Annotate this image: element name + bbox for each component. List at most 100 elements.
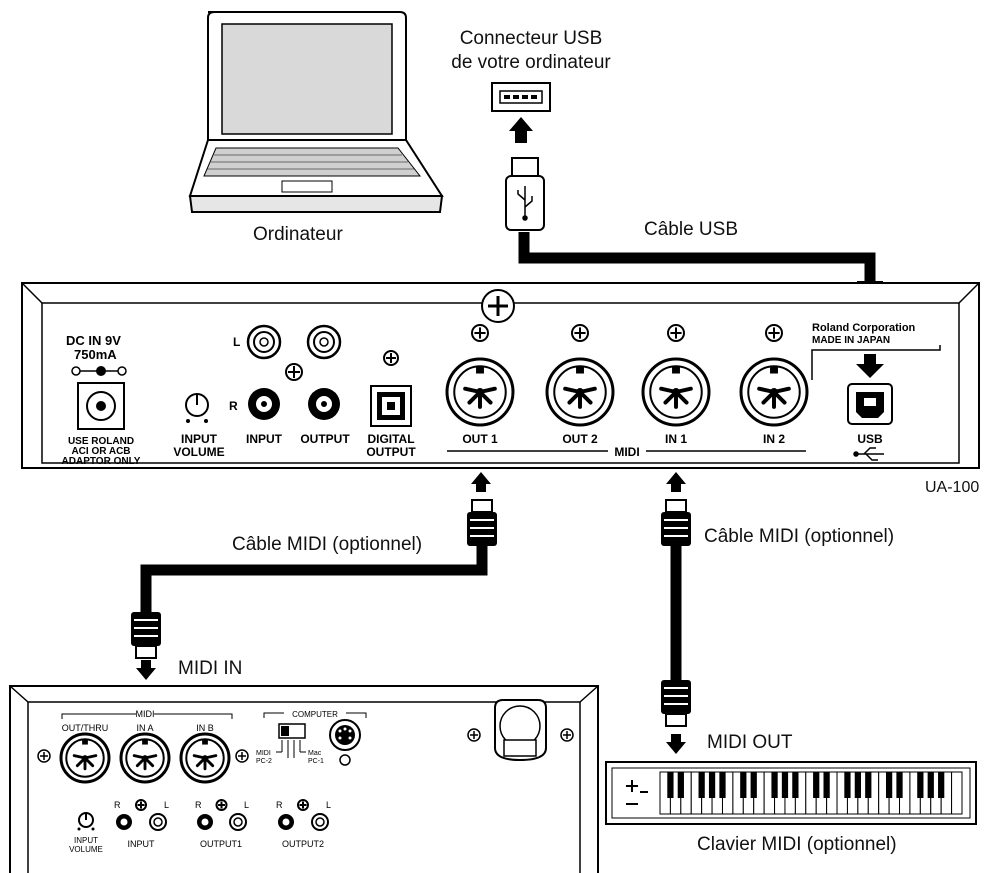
laptop-computer	[188, 11, 444, 213]
panel-screw-in1	[667, 324, 685, 342]
keyboard-pitch-controls	[626, 780, 648, 805]
black-key	[823, 772, 830, 798]
midi-port-out2	[545, 357, 615, 427]
midi-port-label-out1: OUT 1	[462, 432, 498, 446]
device-midi-port-in-b	[179, 732, 231, 784]
device-in-a-label: IN A	[136, 723, 153, 733]
black-key	[896, 772, 903, 798]
input-l-jack	[246, 324, 282, 360]
midi-cable-left	[131, 499, 497, 659]
adaptor-label-1: USE ROLAND	[68, 436, 134, 447]
device-input-jacks-l-label: L	[164, 800, 169, 810]
device-output1-label: OUTPUT1	[200, 839, 242, 849]
black-key	[813, 772, 820, 798]
midi-port-label-in1: IN 1	[665, 432, 687, 446]
right-channel-label: R	[229, 399, 238, 413]
midi-in1-up-arrow	[666, 472, 686, 492]
ua100-rear-panel: DC IN 9V 750mA USE ROLAND ACI OR ACB ADA…	[21, 282, 980, 469]
black-key	[740, 772, 747, 798]
midi-cable-right-caption: Câble MIDI (optionnel)	[704, 526, 895, 547]
panel-screw-digital	[383, 350, 399, 366]
midi-cable-left-caption: Câble MIDI (optionnel)	[232, 534, 423, 555]
black-key	[917, 772, 924, 798]
midi-port-in2	[739, 357, 809, 427]
keyboard-caption: Clavier MIDI (optionnel)	[697, 834, 897, 855]
digital-output-label-2: OUTPUT	[366, 445, 416, 459]
midi-in-caption: MIDI IN	[178, 658, 243, 679]
adaptor-label-3: ADAPTOR ONLY	[62, 456, 141, 467]
black-key	[854, 772, 861, 798]
input-volume-label-1: INPUT	[181, 432, 218, 446]
midi-in-down-arrow	[136, 660, 156, 680]
device-output2-label: OUTPUT2	[282, 839, 324, 849]
computer-mini-din	[329, 719, 361, 751]
computer-caption: Ordinateur	[253, 224, 343, 245]
black-key	[927, 772, 934, 798]
input-label: INPUT	[246, 432, 283, 446]
computer-usb-port	[491, 82, 551, 112]
black-key	[938, 772, 945, 798]
device-output1-jacks-r-label: R	[195, 800, 202, 810]
device-out-thru-label: OUT/THRU	[62, 723, 109, 733]
device-input-jacks-r-label: R	[114, 800, 121, 810]
device-midi-label: MIDI	[136, 709, 155, 719]
device-input-label: INPUT	[128, 839, 156, 849]
midi-port-out1	[445, 357, 515, 427]
device-mac-label: Mac	[308, 750, 322, 757]
output-label: OUTPUT	[300, 432, 350, 446]
black-key	[750, 772, 757, 798]
device-input-volume-label-2: VOLUME	[69, 845, 103, 854]
midi-port-label-out2: OUT 2	[562, 432, 598, 446]
usb-symbol-icon	[853, 447, 884, 461]
device-midi-port-in-a	[119, 732, 171, 784]
black-key	[719, 772, 726, 798]
black-key	[792, 772, 799, 798]
panel-screw-in2	[765, 324, 783, 342]
panel-screw-out2	[571, 324, 589, 342]
roland-label: Roland Corporation	[812, 322, 916, 334]
adaptor-label-2: ACI OR ACB	[71, 446, 130, 457]
device-output2-jacks-screw	[297, 799, 309, 811]
input-volume-label-2: VOLUME	[173, 445, 224, 459]
black-key	[844, 772, 851, 798]
white-key	[951, 771, 963, 815]
device-output1-jacks-l-label: L	[244, 800, 249, 810]
output-r-jack	[308, 388, 340, 420]
black-key	[781, 772, 789, 798]
device-pc2-label: PC-2	[256, 758, 272, 765]
dc-current-label: 750mA	[74, 347, 117, 362]
black-key	[885, 772, 893, 798]
midi-out-down-arrow	[666, 734, 686, 754]
dc-in-label: DC IN 9V	[66, 333, 121, 348]
black-key	[865, 772, 872, 798]
usb-b-port	[847, 383, 893, 425]
usb-port-caption-line1: Connecteur USB	[459, 28, 603, 49]
device-output2-jacks-r-label: R	[276, 800, 283, 810]
midi-cable-right	[661, 499, 691, 727]
left-channel-label: L	[233, 335, 240, 349]
device-output2-jacks-l-label: L	[326, 800, 331, 810]
midi-keyboard	[605, 761, 977, 825]
midi-group-label: MIDI	[614, 445, 639, 459]
digital-output-jack	[370, 385, 412, 427]
device-output1-jacks-screw	[215, 799, 228, 811]
sound-module-rear-panel: MIDI OUT/THRU IN A IN B COMPUTER MIDI P	[9, 685, 599, 873]
midi-out1-up-arrow	[471, 472, 491, 492]
device-input-volume-label-1: INPUT	[74, 836, 98, 845]
usb-label: USB	[857, 432, 883, 446]
black-key	[771, 772, 778, 798]
device-in-b-label: IN B	[196, 723, 214, 733]
usb-down-arrow	[856, 354, 884, 378]
black-key	[667, 772, 674, 798]
device-computer-label: COMPUTER	[292, 710, 338, 719]
usb-port-caption-line2: de votre ordinateur	[451, 52, 611, 73]
midi-out-caption: MIDI OUT	[707, 732, 793, 753]
panel-screw-out1	[471, 324, 489, 342]
input-r-jack	[248, 388, 280, 420]
black-key	[677, 772, 684, 798]
midi-port-in1	[641, 357, 711, 427]
